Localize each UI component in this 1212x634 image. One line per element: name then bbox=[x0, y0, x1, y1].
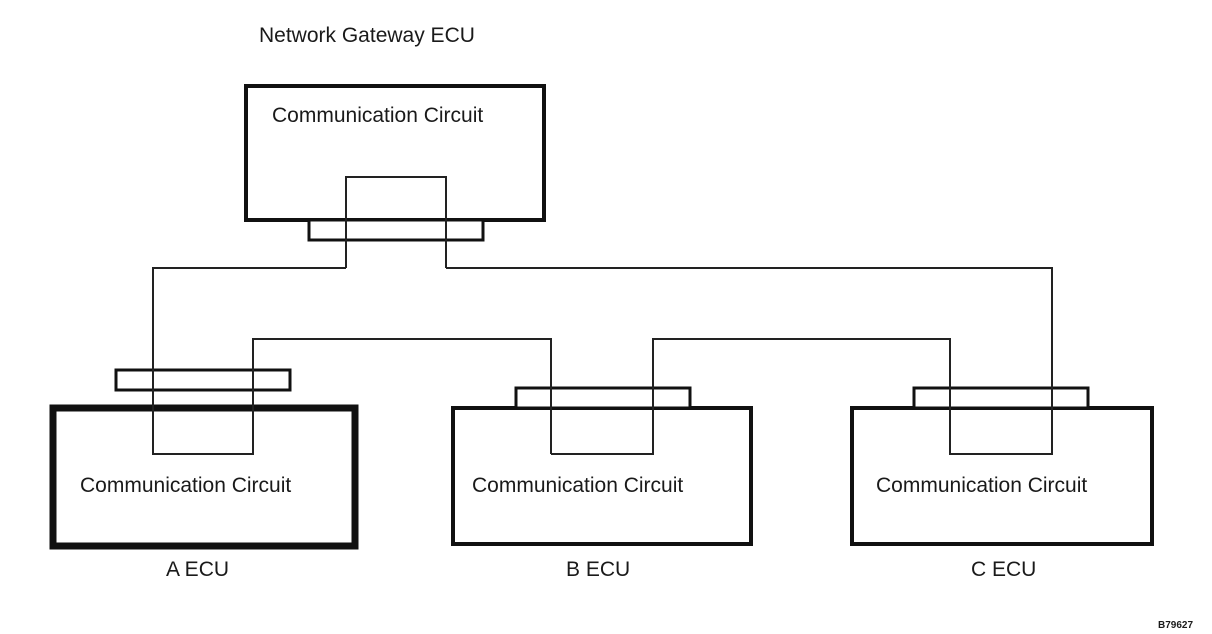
c-ecu-box bbox=[850, 406, 1154, 546]
c-ecu-name: C ECU bbox=[971, 558, 1036, 581]
a-ecu-box bbox=[49, 404, 359, 550]
gateway-circuit-label: Communication Circuit bbox=[272, 104, 483, 127]
c-ecu-circuit-label: Communication Circuit bbox=[876, 474, 1087, 497]
gateway-box bbox=[244, 84, 546, 222]
gateway-wire-loop bbox=[345, 176, 447, 268]
figure-code: B79627 bbox=[1158, 620, 1193, 631]
a-ecu-connector bbox=[114, 368, 292, 392]
gateway-connector bbox=[307, 218, 485, 242]
c-ecu-connector bbox=[912, 386, 1090, 410]
a-ecu-name: A ECU bbox=[166, 558, 229, 581]
b-ecu-connector bbox=[514, 386, 692, 410]
a-ecu-circuit-label: Communication Circuit bbox=[80, 474, 291, 497]
wire-b-ecu-loop bbox=[446, 267, 1053, 455]
b-ecu-circuit-label: Communication Circuit bbox=[472, 474, 683, 497]
gateway-title: Network Gateway ECU bbox=[259, 24, 475, 47]
b-ecu-name: B ECU bbox=[566, 558, 630, 581]
wire-gateway-to-a bbox=[152, 267, 552, 455]
